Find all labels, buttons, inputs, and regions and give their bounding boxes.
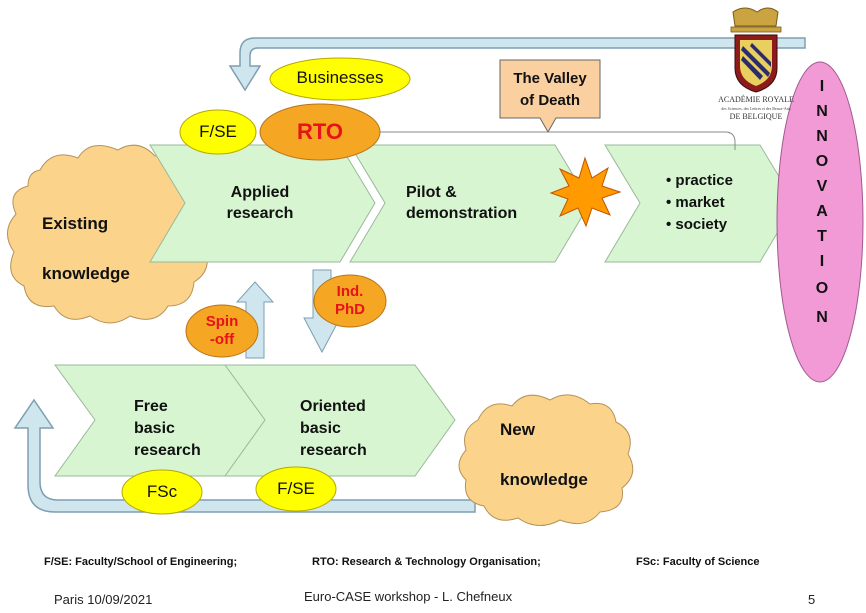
free-line1: Free bbox=[134, 398, 168, 415]
outcomes-chevron bbox=[604, 144, 796, 263]
innovation-letter: O bbox=[815, 153, 829, 170]
logo-line1: ACADÉMIE ROYALE bbox=[718, 95, 794, 104]
fse-top-ellipse bbox=[179, 109, 257, 155]
legend-fsc: FSc: Faculty of Science bbox=[636, 556, 760, 568]
applied-line1: Applied bbox=[230, 184, 290, 201]
oriented-line1: Oriented bbox=[300, 398, 366, 415]
existing-knowledge-cloud bbox=[7, 144, 211, 324]
innovation-letter: N bbox=[816, 309, 828, 326]
innovation-letter: I bbox=[819, 78, 825, 95]
existing-line2: knowledge bbox=[42, 264, 130, 283]
outcome-society: • society bbox=[666, 216, 728, 233]
oriented-line3: research bbox=[300, 442, 367, 459]
rto-connector-line bbox=[355, 131, 736, 150]
logo-line3: DE BELGIQUE bbox=[729, 112, 783, 121]
existing-line1: Existing bbox=[42, 214, 109, 233]
pilot-line1: Pilot & bbox=[406, 184, 457, 201]
valley-of-death-callout bbox=[499, 59, 601, 134]
fsc-label: FSc bbox=[146, 482, 178, 501]
rto-ellipse bbox=[259, 103, 381, 161]
academie-royale-logo bbox=[730, 7, 782, 93]
new-line1: New bbox=[500, 420, 535, 439]
rto-label: RTO bbox=[296, 119, 344, 144]
innovation-letter: T bbox=[817, 228, 827, 245]
free-line3: research bbox=[134, 442, 201, 459]
spin-off-line1: Spin bbox=[205, 313, 239, 330]
pilot-line2: demonstration bbox=[406, 205, 518, 222]
oriented-basic-research-chevron bbox=[224, 364, 456, 477]
footer-page-number: 5 bbox=[808, 592, 816, 607]
businesses-label: Businesses bbox=[296, 68, 384, 87]
innovation-letter: A bbox=[816, 203, 828, 220]
outcome-practice: • practice bbox=[666, 172, 733, 189]
oriented-line2: basic bbox=[300, 420, 341, 437]
innovation-letter: N bbox=[816, 103, 828, 120]
outcome-market: • market bbox=[666, 194, 725, 211]
industrial-phd-ellipse bbox=[313, 274, 387, 328]
valley-line1: The Valley bbox=[513, 70, 587, 87]
fse-bottom-label: F/SE bbox=[277, 479, 315, 498]
logo-line2: des Sciences, des Lettres et des Beaux-A… bbox=[721, 106, 791, 111]
applied-line2: research bbox=[226, 205, 294, 222]
fse-top-label: F/SE bbox=[199, 122, 237, 141]
innovation-letter: O bbox=[815, 280, 829, 297]
footer-event: Euro-CASE workshop - L. Chefneux bbox=[304, 589, 513, 604]
legend-fse: F/SE: Faculty/School of Engineering; bbox=[44, 556, 238, 568]
pilot-demonstration-chevron bbox=[349, 144, 591, 263]
valley-line2: of Death bbox=[520, 92, 580, 109]
fsc-ellipse bbox=[121, 469, 203, 515]
valley-of-death-burst bbox=[549, 156, 622, 228]
footer-date: Paris 10/09/2021 bbox=[54, 592, 153, 607]
businesses-ellipse bbox=[269, 57, 411, 101]
industrial-phd-line1: Ind. bbox=[336, 283, 364, 300]
innovation-letter: N bbox=[816, 128, 828, 145]
industrial-phd-line2: PhD bbox=[335, 301, 365, 318]
new-line2: knowledge bbox=[500, 470, 588, 489]
innovation-ellipse bbox=[776, 61, 864, 383]
bottom-feedback-arrow bbox=[13, 398, 476, 513]
free-line2: basic bbox=[134, 420, 175, 437]
innovation-letter: I bbox=[819, 253, 825, 270]
spin-off-ellipse bbox=[185, 304, 259, 358]
spin-off-line2: -off bbox=[209, 331, 235, 348]
legend-rto: RTO: Research & Technology Organisation; bbox=[312, 556, 541, 568]
fse-bottom-ellipse bbox=[255, 466, 337, 512]
new-knowledge-cloud bbox=[458, 394, 634, 526]
innovation-letter: V bbox=[816, 178, 828, 195]
